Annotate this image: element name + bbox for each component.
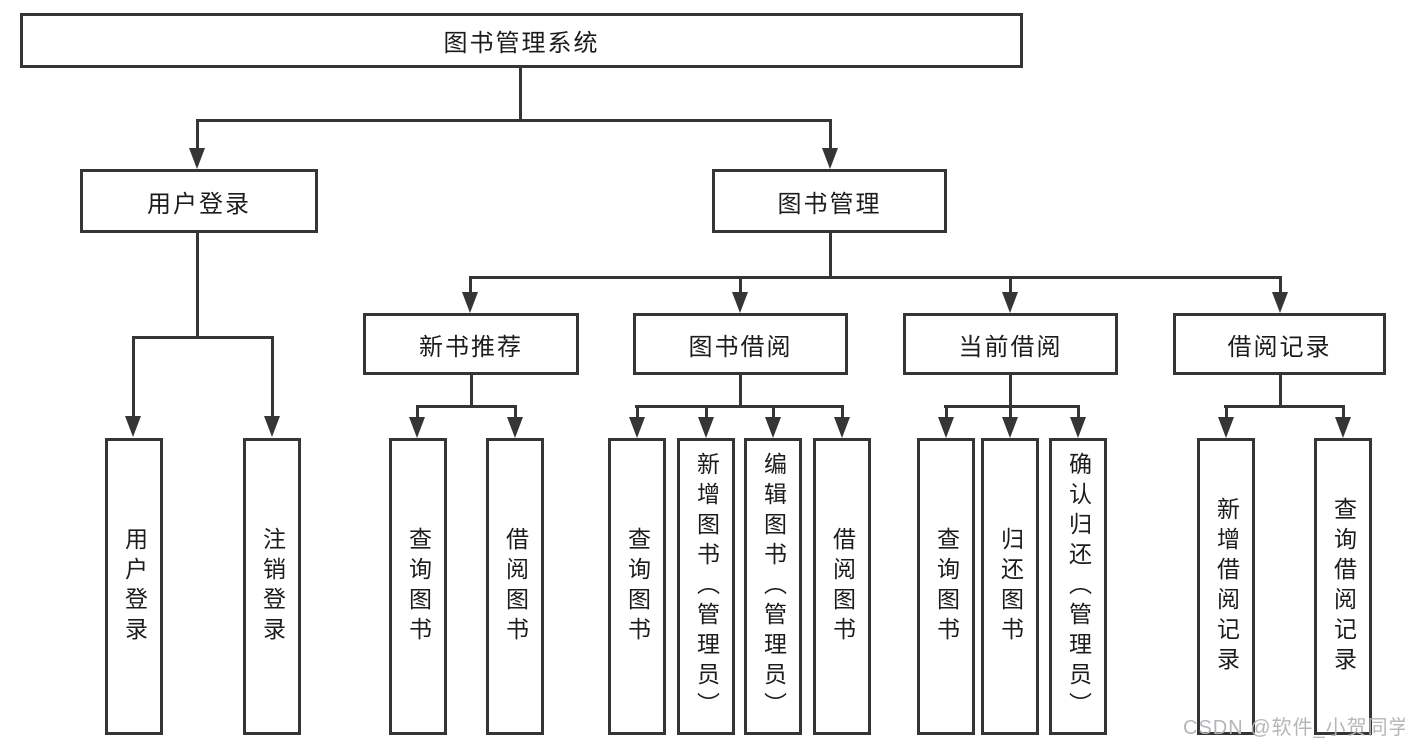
leaf-edit-book-admin: 编辑图书（管理员） (744, 438, 802, 735)
connector-arrow (765, 417, 781, 438)
leaf-add-book-admin: 新增图书（管理员） (677, 438, 735, 735)
leaf-label: 编辑图书（管理员） (760, 451, 787, 722)
connector-line (739, 375, 742, 405)
node-label: 当前借阅 (958, 333, 1063, 361)
connector-arrow (1002, 292, 1018, 313)
node-label: 借阅记录 (1227, 333, 1332, 361)
node-current-borrowing: 当前借阅 (903, 313, 1118, 375)
connector-line (519, 68, 522, 119)
leaf-label: 用户登录 (121, 526, 148, 647)
connector-arrow (264, 416, 280, 437)
connector-arrow (189, 148, 205, 169)
node-user-login: 用户登录 (80, 169, 318, 233)
node-book-management: 图书管理 (712, 169, 947, 233)
leaf-label: 查询图书 (933, 526, 960, 647)
leaf-label: 新增图书（管理员） (693, 451, 720, 722)
csdn-watermark: CSDN @软件_小贺同学 (1183, 717, 1405, 739)
connector-line (636, 408, 639, 417)
leaf-label: 注销登录 (259, 526, 286, 647)
connector-line (1225, 408, 1228, 417)
node-library-management-system: 图书管理系统 (20, 13, 1023, 68)
leaf-confirm-return-admin: 确认归还（管理员） (1049, 438, 1107, 735)
connector-line (132, 336, 274, 339)
node-label: 图书借阅 (688, 333, 793, 361)
leaf-borrow-book: 借阅图书 (813, 438, 871, 735)
connector-line (469, 276, 1282, 279)
connector-line (1279, 375, 1282, 405)
connector-arrow (629, 417, 645, 438)
connector-line (1077, 408, 1080, 417)
connector-arrow (938, 417, 954, 438)
leaf-user-login: 用户登录 (105, 438, 163, 735)
connector-arrow (125, 416, 141, 437)
node-label: 新书推荐 (419, 333, 523, 361)
leaf-logout: 注销登录 (243, 438, 301, 735)
connector-line (705, 408, 708, 417)
node-label: 图书管理系统 (443, 30, 600, 57)
leaf-label: 查询图书 (405, 526, 432, 647)
connector-line (829, 122, 832, 149)
connector-line (514, 408, 517, 417)
leaf-label: 确认归还（管理员） (1065, 451, 1092, 722)
leaf-add-borrow-record: 新增借阅记录 (1197, 438, 1255, 735)
leaf-label: 借阅图书 (829, 526, 856, 647)
leaf-query-book: 查询图书 (389, 438, 447, 735)
connector-line (1009, 375, 1012, 405)
connector-arrow (409, 417, 425, 438)
connector-arrow (834, 417, 850, 438)
leaf-return-book: 归还图书 (981, 438, 1039, 735)
connector-line (635, 405, 844, 408)
leaf-label: 归还图书 (997, 526, 1024, 647)
connector-line (470, 375, 473, 405)
node-new-book-recommendation: 新书推荐 (363, 313, 579, 375)
connector-line (1342, 408, 1345, 417)
connector-line (945, 408, 948, 417)
connector-line (944, 405, 1080, 408)
connector-line (271, 339, 274, 417)
connector-line (416, 408, 419, 417)
connector-arrow (822, 148, 838, 169)
connector-line (196, 233, 199, 336)
connector-arrow (1272, 292, 1288, 313)
connector-line (829, 233, 832, 276)
connector-arrow (1335, 417, 1351, 438)
connector-line (196, 119, 832, 122)
leaf-label: 借阅图书 (502, 526, 529, 647)
leaf-borrow-book: 借阅图书 (486, 438, 544, 735)
connector-arrow (507, 417, 523, 438)
node-label: 图书管理 (777, 190, 882, 218)
leaf-label: 查询图书 (624, 526, 651, 647)
connector-line (1009, 279, 1012, 293)
connector-line (1009, 408, 1012, 417)
connector-arrow (462, 292, 478, 313)
leaf-label: 新增借阅记录 (1213, 496, 1240, 677)
connector-line (196, 122, 199, 149)
connector-line (132, 339, 135, 417)
leaf-query-book: 查询图书 (917, 438, 975, 735)
leaf-label: 查询借阅记录 (1330, 496, 1357, 677)
connector-line (841, 408, 844, 417)
node-label: 用户登录 (147, 190, 251, 218)
connector-line (469, 279, 472, 293)
leaf-query-book: 查询图书 (608, 438, 666, 735)
connector-arrow (1218, 417, 1234, 438)
connector-arrow (698, 417, 714, 438)
connector-arrow (1070, 417, 1086, 438)
connector-line (1224, 405, 1345, 408)
connector-arrow (732, 292, 748, 313)
leaf-query-borrow-record: 查询借阅记录 (1314, 438, 1372, 735)
node-book-borrowing: 图书借阅 (633, 313, 848, 375)
connector-line (739, 279, 742, 293)
connector-line (772, 408, 775, 417)
connector-arrow (1002, 417, 1018, 438)
connector-line (416, 405, 517, 408)
connector-line (1279, 279, 1282, 293)
node-borrowing-records: 借阅记录 (1173, 313, 1386, 375)
